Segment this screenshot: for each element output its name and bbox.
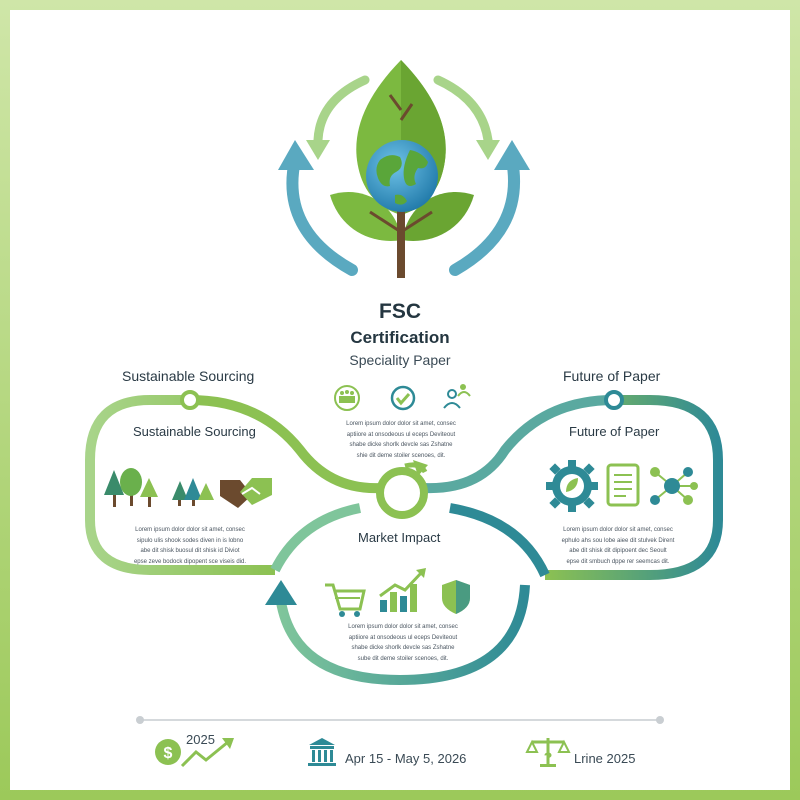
sourcing-body-line: sipulo ulis shook sodes diven in is lobn… (136, 537, 244, 544)
page-title: FSC (379, 300, 421, 323)
market-body-line: aptiiore at onsodeous ul eceps Deviteout (348, 634, 458, 641)
scales-icon: ? (525, 738, 571, 767)
market-label: Market Impact (358, 530, 441, 545)
page-tagline: Speciality Paper (349, 352, 451, 368)
svg-text:$: $ (164, 745, 173, 762)
footer-timeline (136, 716, 664, 724)
future-body-line: abe dit shisk dit dipipoent dec Seoult (569, 548, 667, 554)
footer-year: 2025 (186, 732, 215, 747)
group-icon (443, 384, 471, 409)
footer-right-date: Lrine 2025 (574, 751, 636, 766)
people-icon (334, 385, 360, 411)
center-body: Lorem ipsum dolor dolor sit amet, consec… (315, 419, 487, 461)
market-body-line: Lorem ipsum dolor dolor sit amet, consec (348, 624, 458, 630)
sourcing-inner-label: Sustainable Sourcing (133, 424, 256, 439)
dollar-icon: $ (155, 738, 234, 768)
document-icon (606, 463, 640, 507)
gear-leaf-icon (546, 460, 598, 512)
growth-chart-icon (379, 568, 426, 612)
sourcing-outer-label: Sustainable Sourcing (122, 368, 255, 384)
shield-icon (442, 580, 470, 614)
center-body-line: shabe dicke shorlk devcle sas Zshatne (349, 442, 453, 448)
footer-date-range: Apr 15 - May 5, 2026 (345, 751, 467, 766)
svg-text:?: ? (544, 749, 553, 765)
future-outer-label: Future of Paper (563, 368, 661, 384)
center-body-line: aptiiore at onsodeous ul eceps Deviteout (346, 431, 456, 438)
market-body-line: sube dit deme stoiler scenoes, dit. (357, 655, 449, 662)
market-body-line: shabe dicke shorlk devcle sas Zshatne (351, 645, 455, 651)
checkmark-icon (390, 385, 416, 411)
future-body: Lorem ipsum dolor dolor sit amet, consec… (528, 525, 708, 567)
future-inner-label: Future of Paper (569, 424, 660, 439)
sourcing-body-line: Lorem ipsum dolor dolor sit amet, consec (135, 527, 245, 533)
tree-icon (104, 468, 158, 507)
sourcing-body-line: abe dit shisk buosul dit shisk id Diviot (140, 548, 240, 554)
sourcing-body: Lorem ipsum dolor dolor sit amet, consec… (100, 525, 280, 567)
cart-icon (325, 583, 366, 617)
cycle-arrows (278, 75, 530, 276)
handshake-icon (220, 478, 272, 508)
bank-icon (308, 738, 336, 766)
center-body-line: Lorem ipsum dolor dolor sit amet, consec (346, 421, 456, 427)
center-body-line: shie dit deme stoiler scenoes, dit. (356, 452, 446, 459)
tree-globe-icon (330, 60, 474, 278)
future-body-line: ephulo ahs sou lobe aiee dit stulvek Dir… (561, 537, 675, 544)
sourcing-body-line: epse zeve bodock dipopent sce viseis did… (133, 558, 247, 565)
market-body: Lorem ipsum dolor dolor sit amet, consec… (318, 622, 488, 664)
tree-icon (172, 478, 214, 506)
future-body-line: Lorem ipsum dolor dolor sit amet, consec (563, 527, 673, 533)
future-body-line: epse dit smbuch dppe rer seemcas dit. (566, 558, 670, 565)
flow-bands (85, 390, 723, 686)
network-icon (650, 467, 698, 505)
page-subtitle: Certification (350, 328, 450, 347)
